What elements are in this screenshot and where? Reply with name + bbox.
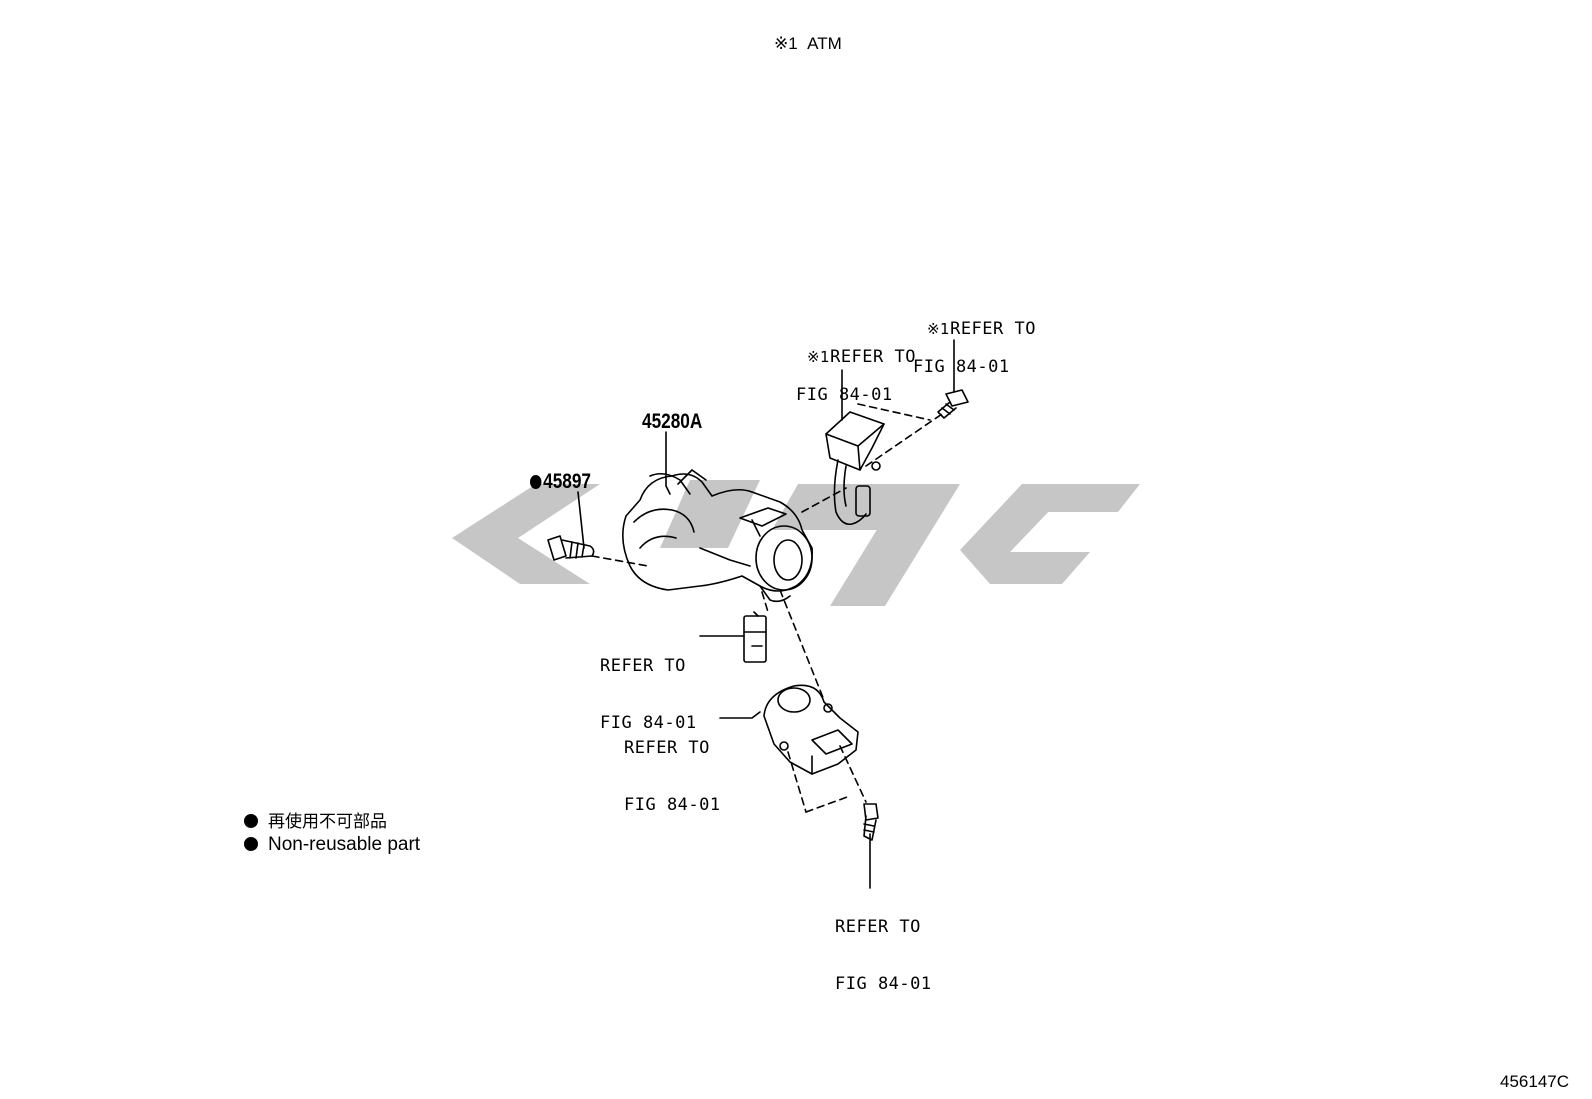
connector-drawing (743, 611, 767, 663)
legend-jp: 再使用不可部品 (244, 807, 387, 832)
switch-drawing (763, 684, 859, 775)
watermark-stroke-1 (452, 484, 600, 538)
refer-label-lower-line2: FIG 84-01 (624, 795, 721, 815)
refer-label-top-mid-line2-wrap: FIG 84-01 (796, 348, 893, 443)
refer-label-top-right: ※1REFER TO (884, 301, 1036, 358)
refer-label-top-right-line2: FIG 84-01 (913, 357, 1010, 377)
watermark-stroke-6 (960, 484, 1090, 584)
refer-label-bottom: REFER TO FIG 84-01 (835, 880, 932, 1032)
refer-label-top-mid-mark: ※1 (806, 348, 831, 366)
legend-dot-icon (244, 814, 258, 828)
atm-note: ※1 ATM (774, 34, 842, 54)
part-number-45280a[interactable]: 45280A (642, 410, 703, 433)
non-reusable-dot-icon (530, 475, 542, 489)
bolt-45897-drawing (547, 535, 595, 561)
atm-note-text: ATM (807, 34, 842, 53)
refer-label-lower: REFER TO FIG 84-01 (624, 701, 721, 853)
dashed-relations (591, 403, 943, 813)
refer-label-center-line2: FIG 84-01 (600, 713, 697, 733)
part-number-45897-text: 45897 (543, 470, 592, 493)
watermark-stroke-5 (830, 484, 960, 606)
watermark-stroke-4 (772, 484, 905, 530)
lock-housing-45280a-drawing (622, 469, 813, 603)
refer-label-center: REFER TO FIG 84-01 (600, 619, 697, 771)
figure-code: 456147C (1500, 1072, 1570, 1091)
watermark-stroke-3 (660, 480, 760, 548)
refer-label-top-right-mark: ※1 (926, 320, 951, 338)
refer-label-bottom-line1: REFER TO (835, 917, 921, 937)
refer-label-center-line1: REFER TO (600, 656, 686, 676)
watermark-stroke-7 (1035, 484, 1140, 512)
refer-label-top-mid-line1: REFER TO (830, 347, 916, 367)
screw-bottom-drawing (863, 803, 879, 841)
refer-label-top-mid: ※1REFER TO (764, 329, 916, 386)
refer-label-top-mid-line2: FIG 84-01 (796, 385, 893, 405)
refer-label-top-right-line2-wrap: FIG 84-01 (913, 320, 1010, 415)
leader-line-45280a (665, 431, 671, 495)
refer-label-bottom-line2: FIG 84-01 (835, 974, 932, 994)
solenoid-drawing (825, 411, 885, 526)
leader-line-45897 (577, 491, 585, 549)
refer-label-lower-line1: REFER TO (624, 738, 710, 758)
watermark-stroke-2 (452, 538, 590, 584)
legend-jp-text: 再使用不可部品 (268, 812, 387, 831)
screw-top-right-drawing (937, 389, 969, 419)
legend-en: Non-reusable part (244, 834, 420, 856)
legend-dot-icon (244, 837, 258, 851)
part-number-45897[interactable]: 45897 (530, 470, 591, 494)
atm-note-mark: ※1 (774, 34, 798, 53)
leader-line-lower (719, 711, 761, 719)
refer-label-top-right-line1: REFER TO (950, 319, 1036, 339)
legend-en-text: Non-reusable part (268, 834, 421, 855)
